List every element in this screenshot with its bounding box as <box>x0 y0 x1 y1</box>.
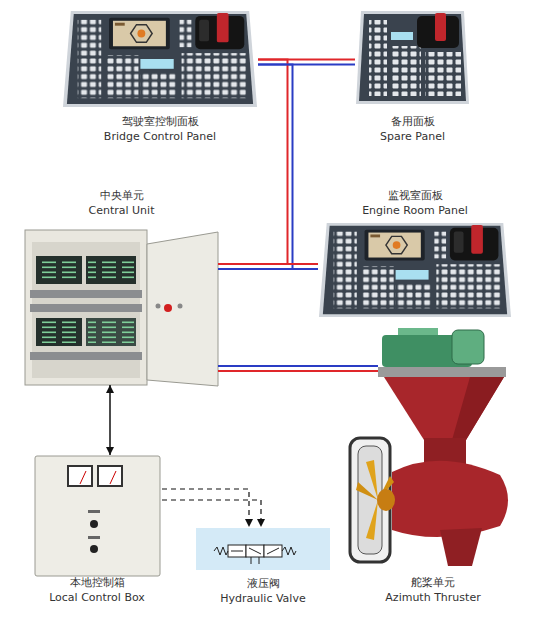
local-control-box-illustration <box>68 466 92 486</box>
local-control-box-illustration <box>35 456 160 576</box>
label-group: 驾驶室控制面板Bridge Control Panel <box>62 114 258 144</box>
hydraulic-valve-illustration <box>264 545 282 557</box>
spare-panel-illustration <box>356 11 469 104</box>
azimuth-thruster-illustration <box>392 461 508 537</box>
local-control-box-illustration <box>90 545 98 553</box>
local-control-box-illustration <box>88 510 100 513</box>
node-label: Bridge Control Panel <box>62 129 258 144</box>
hydraulic-valve-illustration <box>251 557 252 564</box>
azimuth-thruster-illustration <box>377 489 395 511</box>
connector-line <box>218 268 318 270</box>
connector-line <box>218 365 378 367</box>
node-label: 驾驶室控制面板 <box>62 114 258 129</box>
hydraulic-valve-illustration <box>249 548 261 554</box>
local-control-box-illustration <box>90 520 98 528</box>
azimuth-thruster-illustration <box>452 377 504 440</box>
hydraulic-valve: 液压阀Hydraulic Valve <box>196 527 330 610</box>
connector-line <box>218 60 288 265</box>
azimuth-thruster-illustration <box>384 377 504 440</box>
central-cabinet <box>88 259 134 281</box>
label-group: 液压阀Hydraulic Valve <box>196 576 330 606</box>
node-label: 监视室面板 <box>318 188 512 203</box>
central-cabinet <box>178 304 183 309</box>
connector <box>218 60 293 270</box>
node-label: 液压阀 <box>196 576 330 591</box>
engine-panel-illustration <box>319 223 511 317</box>
central-cabinet <box>86 256 136 284</box>
local-control-box-illustration <box>80 471 86 484</box>
label-group: 舵桨单元Azimuth Thruster <box>358 575 508 605</box>
control-panel: 备用面板Spare Panel <box>355 8 470 146</box>
label-group: 本地控制箱Local Control Box <box>32 575 162 605</box>
connector-line <box>109 385 111 455</box>
central-cabinet <box>25 230 218 386</box>
label-group: 监视室面板Engine Room Panel <box>318 188 512 218</box>
central-cabinet <box>164 304 172 312</box>
central-cabinet <box>30 352 142 360</box>
connector-line <box>162 489 249 527</box>
connector-line <box>218 65 293 270</box>
node-label: 本地控制箱 <box>32 575 162 590</box>
central-cabinet <box>86 318 136 346</box>
node-label: 中央单元 <box>25 188 218 203</box>
hydraulic-valve-illustration <box>259 557 260 564</box>
azimuth-thruster: 舵桨单元Azimuth Thruster <box>378 322 512 605</box>
hydraulic-valve-illustration <box>267 548 279 554</box>
connector <box>110 385 111 455</box>
node-label: 备用面板 <box>355 114 470 129</box>
control-panel: 监视室面板Engine Room Panel <box>318 188 512 318</box>
central-cabinet <box>25 230 147 385</box>
node-label: 舵桨单元 <box>358 575 508 590</box>
azimuth-thruster-illustration <box>356 482 378 500</box>
central-cabinet <box>30 290 142 298</box>
connector <box>218 264 318 269</box>
node-label: Local Control Box <box>32 590 162 605</box>
hydraulic-valve-illustration <box>282 547 296 555</box>
central-unit: 中央单元Central Unit <box>25 188 218 385</box>
connector-line <box>218 263 318 265</box>
local-control-box-illustration <box>110 471 116 484</box>
hydraulic-valve-illustration <box>196 528 330 570</box>
central-cabinet <box>36 318 82 346</box>
connector-line <box>162 500 261 527</box>
local-control-box: 本地控制箱Local Control Box <box>32 455 162 605</box>
node-label: Engine Room Panel <box>318 203 512 218</box>
control-panel: 驾驶室控制面板Bridge Control Panel <box>62 8 258 146</box>
node-label: Azimuth Thruster <box>358 590 508 605</box>
bridge-panel-illustration <box>63 11 257 107</box>
connector <box>218 366 378 371</box>
connector-line <box>218 370 378 372</box>
node-label: Central Unit <box>25 203 218 218</box>
hydraulic-valve-illustration <box>196 528 330 570</box>
local-control-box-illustration <box>35 456 160 576</box>
hydraulic-valve-illustration <box>214 547 228 555</box>
node-label: Hydraulic Valve <box>196 591 330 606</box>
label-group: 备用面板Spare Panel <box>355 114 470 144</box>
central-cabinet <box>36 256 82 284</box>
hydraulic-valve-illustration <box>231 551 243 552</box>
connector <box>162 489 261 527</box>
local-control-box-illustration <box>88 536 100 539</box>
central-cabinet <box>147 232 218 386</box>
azimuth-thruster-illustration <box>366 500 378 540</box>
azimuth-thruster-illustration <box>440 528 482 566</box>
azimuth-thruster-illustration <box>452 330 484 364</box>
azimuth-thruster-illustration <box>350 328 508 566</box>
central-cabinet <box>156 304 161 309</box>
central-cabinet <box>38 321 80 343</box>
hydraulic-valve-illustration <box>246 545 264 557</box>
label-group: 中央单元Central Unit <box>25 188 218 218</box>
central-cabinet <box>88 321 134 343</box>
hydraulic-valve-illustration <box>228 545 246 557</box>
central-cabinet <box>38 259 80 281</box>
azimuth-thruster-illustration <box>378 367 506 377</box>
central-cabinet <box>30 304 142 312</box>
local-control-box-illustration <box>98 466 122 486</box>
node-label: Spare Panel <box>355 129 470 144</box>
